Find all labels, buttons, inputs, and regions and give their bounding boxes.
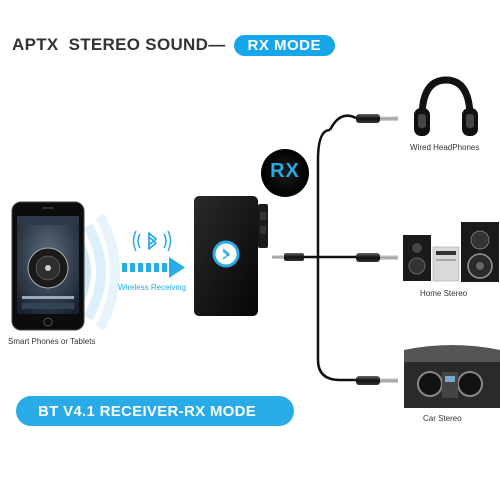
home-stereo-label: Home Stereo xyxy=(420,289,468,298)
cable-trunk xyxy=(316,128,341,382)
title-row: APTX STEREO SOUND— RX MODE xyxy=(12,34,336,56)
bluetooth-icon xyxy=(132,230,172,252)
bt-receiver-device xyxy=(194,196,268,316)
home-stereo-cable xyxy=(328,253,398,262)
headphones-cable xyxy=(328,114,398,131)
footer-banner-text: BT V4.1 RECEIVER-RX MODE xyxy=(38,402,257,420)
arrow-right-icon xyxy=(122,257,185,278)
wireless-receiving-label: Wireless Receiving xyxy=(118,283,187,292)
rx-badge xyxy=(261,149,309,197)
mode-pill: RX MODE xyxy=(233,34,336,56)
phone-label: Smart Phones or Tablets xyxy=(8,337,96,346)
headphones-icon xyxy=(414,76,478,136)
car-stereo-label: Car Stereo xyxy=(423,414,462,423)
smartphone-icon xyxy=(11,201,85,331)
footer-banner: BT V4.1 RECEIVER-RX MODE xyxy=(16,396,294,426)
headphones-label: Wired HeadPhones xyxy=(410,143,480,152)
rx-badge-label: RX xyxy=(270,160,300,182)
car-stereo-cable xyxy=(340,376,398,385)
car-dashboard-icon xyxy=(404,345,500,408)
speaker-icon xyxy=(403,222,499,282)
page-title: APTX STEREO SOUND— xyxy=(12,35,226,54)
audio-plug-icon xyxy=(272,253,328,261)
